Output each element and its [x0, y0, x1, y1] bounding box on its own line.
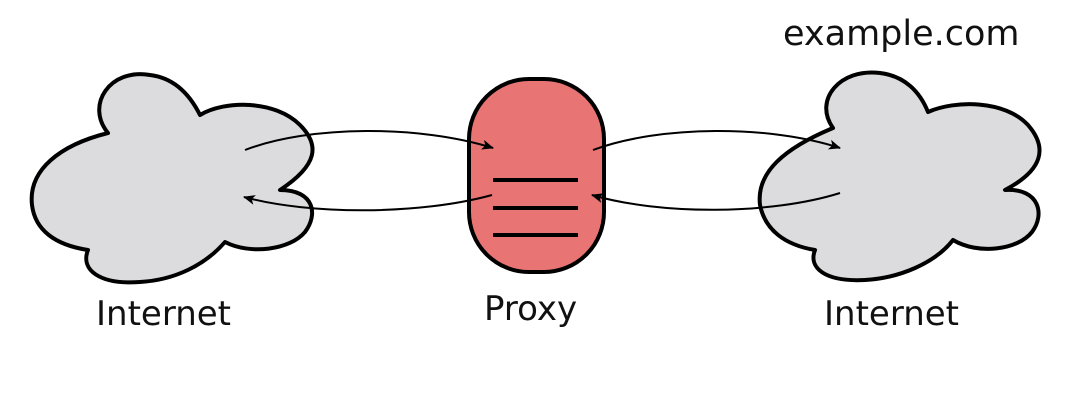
arrow-proxy-to-right: [592, 130, 841, 151]
cloud-icon-left: [29, 72, 315, 285]
arrow-proxy-to-left: [243, 194, 493, 212]
label-internet-left: Internet: [96, 294, 232, 334]
label-proxy: Proxy: [484, 289, 578, 329]
cloud-icon-right: [757, 70, 1042, 283]
arrow-right-to-proxy: [591, 192, 841, 211]
proxy-server-icon: [467, 77, 606, 274]
label-internet-right: Internet: [824, 294, 960, 334]
arrow-left-to-proxy: [244, 130, 494, 151]
title-label-example-com: example.com: [783, 14, 1020, 54]
